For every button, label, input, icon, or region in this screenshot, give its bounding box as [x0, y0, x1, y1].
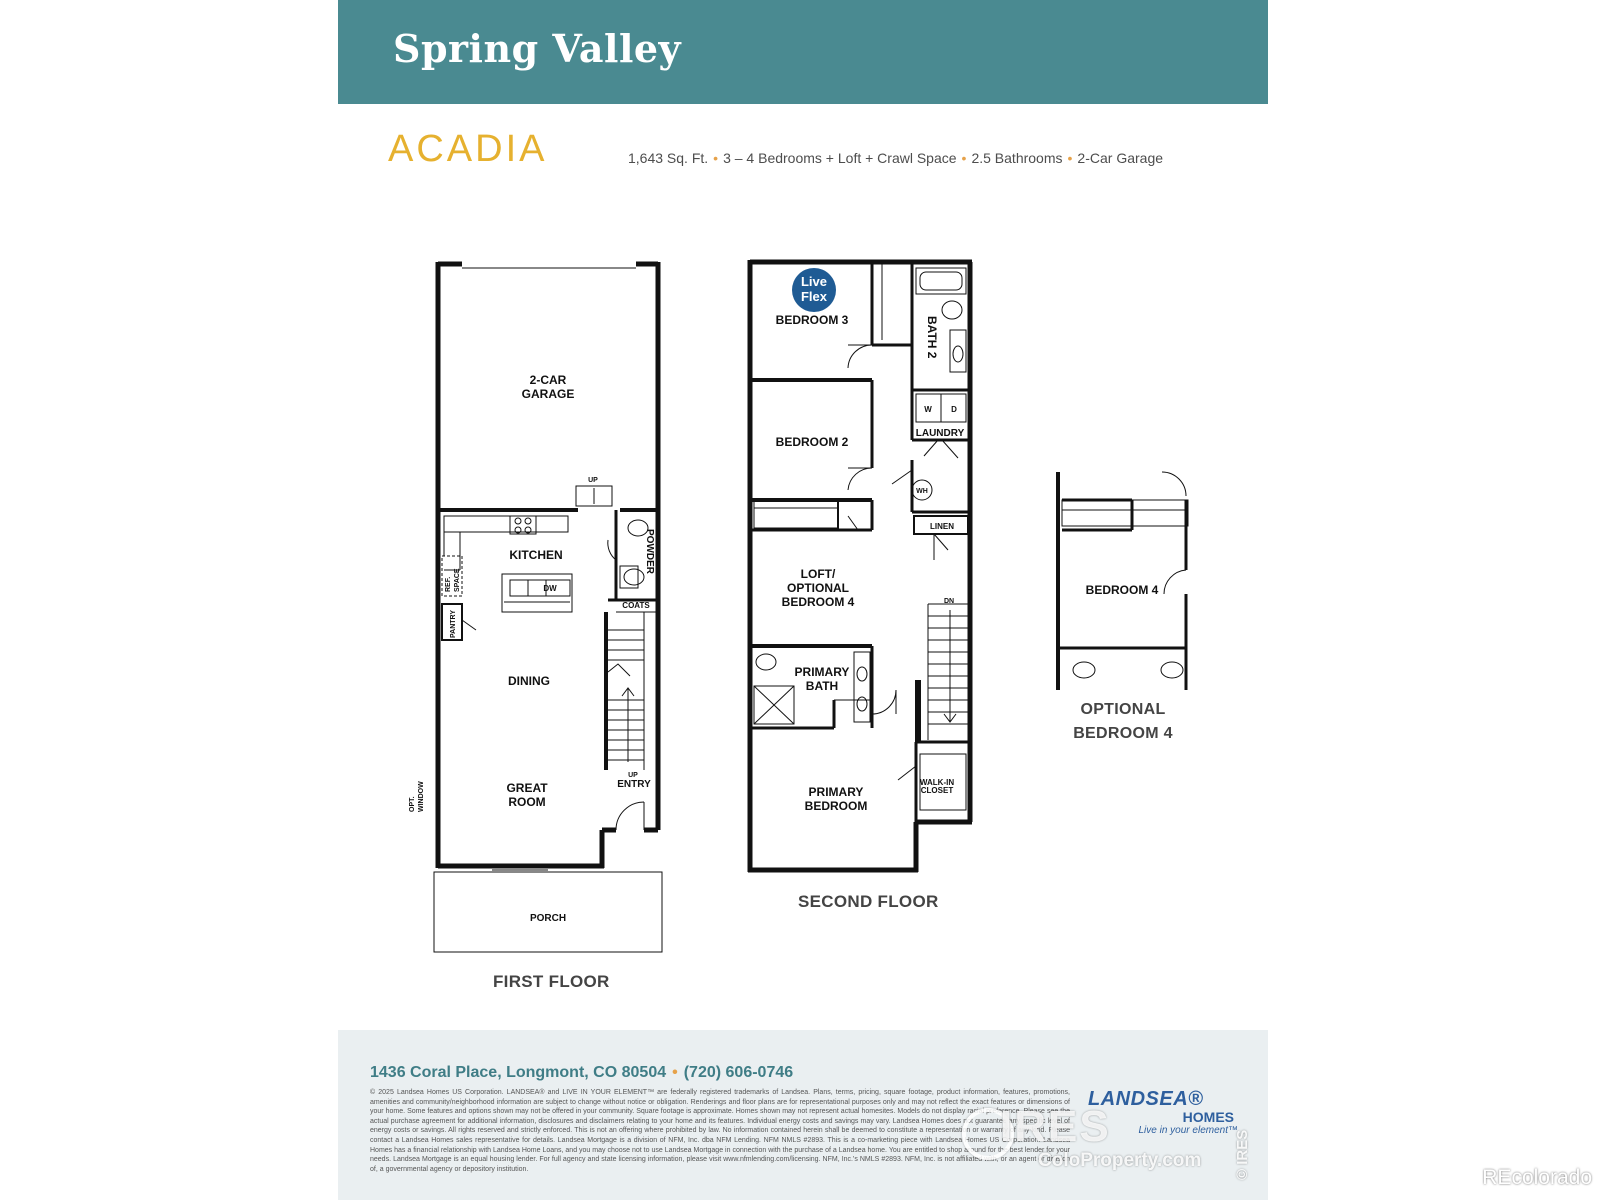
label-loft-1: LOFT/ [801, 567, 836, 581]
brochure-sheet: Spring Valley ACADIA 1,643 Sq. Ft.•3 – 4… [338, 0, 1268, 1200]
spec-separator: • [1067, 150, 1073, 166]
label-opt-window-1: OPT. [409, 796, 416, 812]
label-primary-bedroom-1: PRIMARY [809, 785, 864, 799]
label-ref-space-2: SPACE [454, 568, 461, 592]
label-bedroom-3: BEDROOM 3 [776, 313, 849, 327]
spec-separator: • [713, 150, 719, 166]
spec-garage: 2-Car Garage [1077, 150, 1164, 166]
label-dw: DW [543, 584, 557, 593]
label-laundry: LAUNDRY [916, 428, 965, 439]
label-up-stairs: UP [628, 772, 638, 779]
legal-disclaimer: © 2025 Landsea Homes US Corporation. LAN… [370, 1089, 1070, 1173]
footer-address: 1436 Coral Place, Longmont, CO 80504 [370, 1064, 667, 1081]
floor-plans: 2-CAR GARAGE KITCHEN DINING GREAT ROOM E… [338, 0, 1268, 1030]
label-entry: ENTRY [617, 779, 651, 790]
label-kitchen: KITCHEN [509, 548, 562, 562]
label-loft-3: BEDROOM 4 [782, 595, 855, 609]
footer-phone: (720) 606-0746 [683, 1064, 794, 1081]
label-washer: W [924, 405, 932, 414]
watermark-circle-icon [962, 1108, 1014, 1160]
label-ref-space-1: REF. [445, 577, 452, 592]
label-dryer: D [951, 405, 957, 414]
watermark-logo: IRES [1000, 1102, 1111, 1151]
spec-separator: • [961, 150, 967, 166]
plan-name: ACADIA [388, 128, 548, 170]
first-floor-plan [433, 261, 663, 953]
second-floor-plan [747, 259, 973, 873]
label-powder: POWDER [644, 529, 655, 575]
label-coats: COATS [622, 601, 650, 610]
label-porch: PORCH [530, 913, 566, 924]
label-garage-1: 2-CAR [530, 373, 567, 387]
optional-bedroom-label-2: BEDROOM 4 [1073, 725, 1173, 742]
label-dining: DINING [508, 674, 550, 688]
footer-separator: • [672, 1064, 678, 1081]
floor-plan-drawing: 2-CAR GARAGE KITCHEN DINING GREAT ROOM E… [409, 259, 1189, 953]
watermark-site: ColoProperty.com [1038, 1150, 1202, 1171]
brand-tagline: Live in your element™ [1138, 1125, 1239, 1136]
spec-sqft: 1,643 Sq. Ft. [628, 150, 709, 166]
label-optional-bedroom: BEDROOM 4 [1086, 583, 1159, 597]
brand-sub: HOMES [1182, 1109, 1234, 1125]
label-up-garage: UP [588, 477, 598, 484]
optional-bedroom-label-1: OPTIONAL [1080, 701, 1166, 718]
label-garage-2: GARAGE [522, 387, 575, 401]
community-banner: Spring Valley [338, 0, 1268, 104]
label-water-heater: WH [916, 488, 928, 495]
landsea-logo: LANDSEA® HOMES Live in your element™ [1088, 1088, 1248, 1136]
brand-name: LANDSEA® [1088, 1088, 1204, 1110]
label-great-room-1: GREAT [506, 781, 548, 795]
label-great-room-2: ROOM [508, 795, 545, 809]
spec-bedrooms: 3 – 4 Bedrooms + Loft + Crawl Space [723, 150, 957, 166]
watermark-copyright: © IRES [1234, 1129, 1251, 1180]
label-primary-bath-1: PRIMARY [795, 665, 850, 679]
badge-flex: Flex [801, 289, 828, 304]
label-walkin-1: WALK-IN [920, 778, 954, 787]
spec-bathrooms: 2.5 Bathrooms [971, 150, 1063, 166]
label-opt-window-2: WINDOW [418, 781, 425, 812]
label-stairs-down: DN [944, 598, 954, 605]
label-loft-2: OPTIONAL [787, 581, 849, 595]
label-bath-2: BATH 2 [925, 316, 939, 359]
label-linen: LINEN [930, 522, 954, 531]
label-walkin-2: CLOSET [921, 786, 954, 795]
community-title: Spring Valley [393, 26, 682, 71]
second-floor-label: SECOND FLOOR [798, 892, 939, 911]
optional-bedroom-plan [1056, 471, 1189, 690]
label-primary-bath-2: BATH [806, 679, 838, 693]
label-bedroom-2: BEDROOM 2 [776, 435, 849, 449]
footer: 1436 Coral Place, Longmont, CO 80504 • (72… [338, 1030, 1268, 1200]
label-primary-bedroom-2: BEDROOM [805, 799, 868, 813]
badge-live: Live [801, 274, 827, 289]
first-floor-label: FIRST FLOOR [493, 972, 610, 991]
label-pantry: PANTRY [450, 610, 457, 638]
footer-contact: 1436 Coral Place, Longmont, CO 80504 • (72… [370, 1064, 793, 1082]
corner-watermark: REcolorado [1482, 1166, 1592, 1189]
plan-specs: 1,643 Sq. Ft.•3 – 4 Bedrooms + Loft + Cr… [628, 150, 1163, 166]
